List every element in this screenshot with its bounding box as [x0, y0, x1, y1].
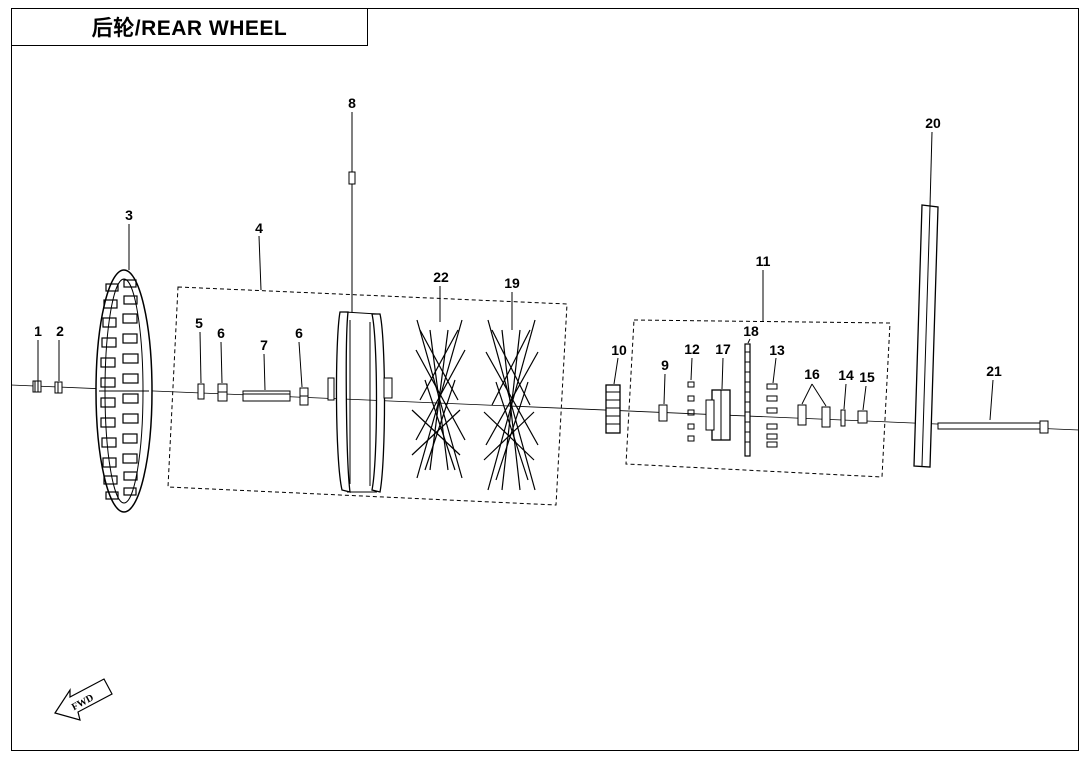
collar [658, 404, 668, 422]
spokes-set-b [483, 319, 539, 491]
label-part-10: 10 [611, 342, 627, 358]
bearing-right [299, 387, 309, 406]
label-part-7: 7 [260, 337, 268, 353]
spacer [197, 383, 205, 400]
label-part-6a: 6 [217, 325, 225, 341]
bearing-left [217, 383, 228, 402]
label-part-18: 18 [743, 323, 759, 339]
forward-arrow-icon [54, 678, 113, 721]
label-part-15: 15 [859, 369, 875, 385]
label-part-8: 8 [348, 95, 356, 111]
label-part-14: 14 [838, 367, 854, 383]
label-part-1: 1 [34, 323, 42, 339]
axle-nut [32, 380, 42, 393]
drive-chain [913, 204, 939, 468]
label-part-6b: 6 [295, 325, 303, 341]
hub-assembly-group-box [625, 319, 891, 478]
rim [327, 311, 393, 493]
label-part-11: 11 [756, 253, 771, 269]
spokes-set-a [411, 319, 466, 479]
label-part-3: 3 [125, 207, 133, 223]
sprocket [744, 343, 751, 457]
label-part-20: 20 [925, 115, 941, 131]
rear-axle [937, 420, 1049, 434]
label-part-2: 2 [56, 323, 64, 339]
label-part-9: 9 [661, 357, 669, 373]
circlip [840, 409, 846, 427]
label-part-12: 12 [684, 341, 700, 357]
hub-nut [857, 410, 868, 424]
label-part-21: 21 [986, 363, 1002, 379]
valve-stem [348, 171, 356, 312]
rear-tire [95, 269, 153, 513]
hub-sleeve [242, 390, 291, 402]
label-part-22: 22 [433, 269, 449, 285]
label-part-16: 16 [804, 366, 820, 382]
small-bolts [687, 381, 695, 442]
leader-lines [37, 112, 994, 421]
label-part-19: 19 [504, 275, 520, 291]
bushings [797, 383, 831, 428]
axle-centerline [10, 384, 1080, 431]
label-part-4: 4 [255, 220, 263, 236]
label-part-13: 13 [769, 342, 785, 358]
washer [54, 381, 63, 394]
label-part-5: 5 [195, 315, 203, 331]
wheel-assembly-group-box [167, 286, 568, 506]
sprocket-carrier [705, 389, 731, 441]
diagram-title: 后轮/REAR WHEEL [11, 8, 368, 46]
sprocket-bolts [766, 383, 778, 448]
label-part-17: 17 [715, 341, 731, 357]
drawing-sheet [11, 8, 1079, 751]
hub-gear [605, 384, 621, 434]
